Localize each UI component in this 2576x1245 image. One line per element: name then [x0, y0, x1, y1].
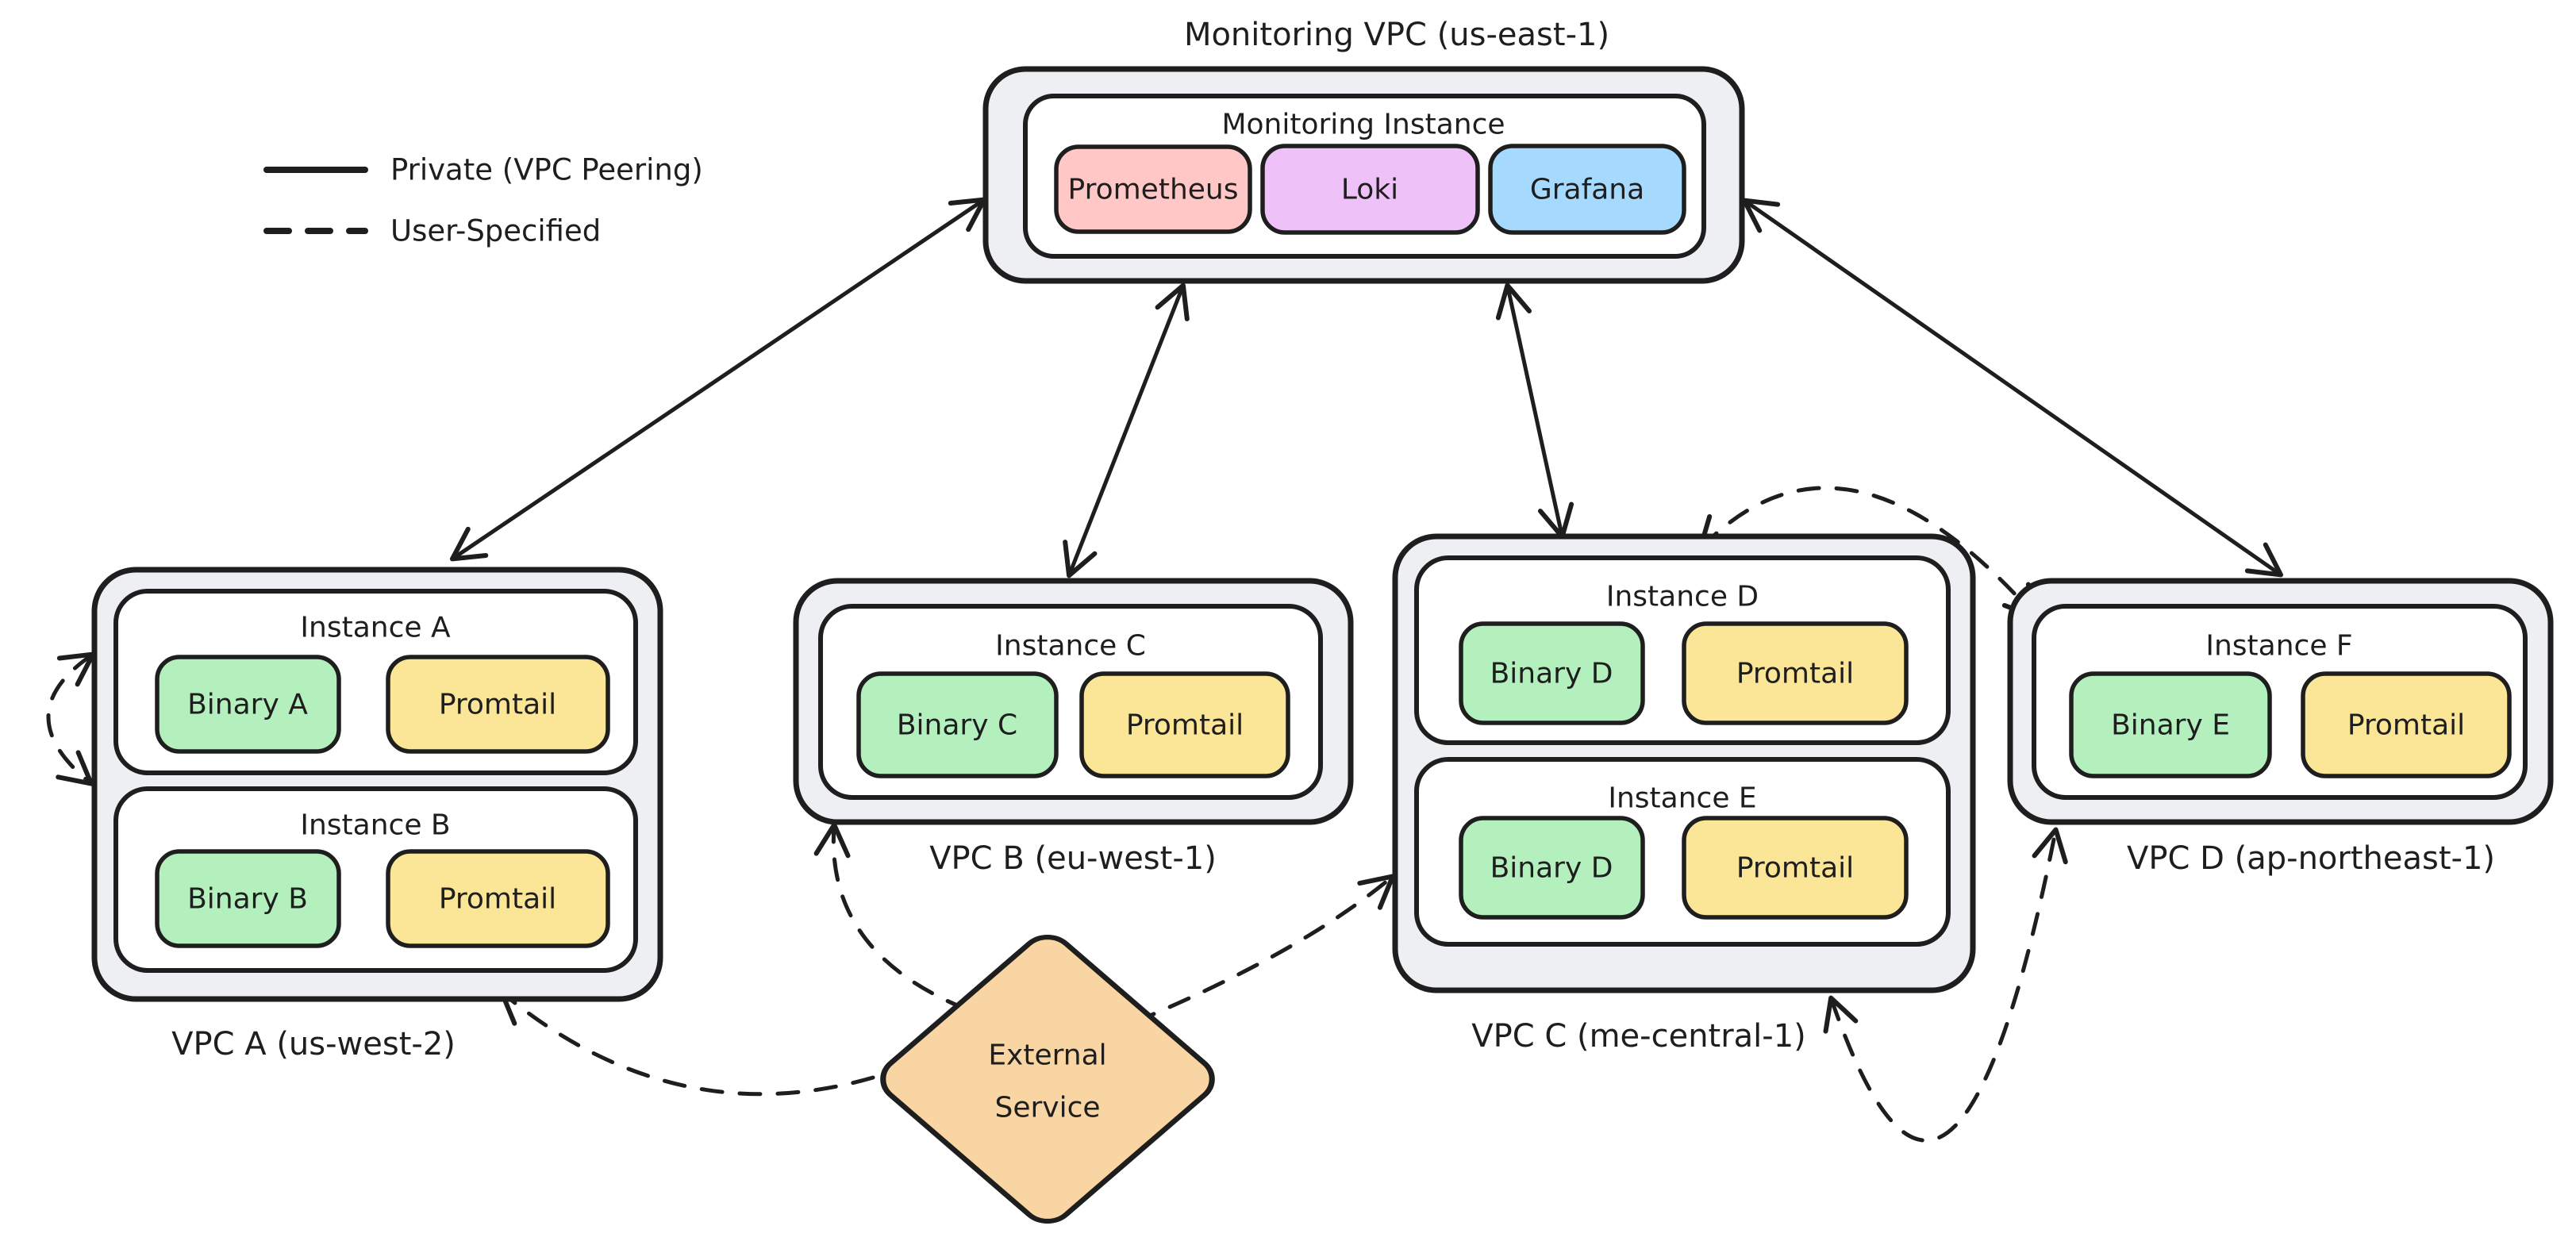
instance-f-promtail-box — [2301, 671, 2512, 778]
binary-e-label: Binary E — [2111, 709, 2230, 742]
arrow-monitoring-to-vpc-b — [1063, 282, 1190, 578]
external-service-diamond — [880, 934, 1215, 1224]
instance-c-promtail-label: Promtail — [1126, 709, 1244, 742]
legend-private-label: Private (VPC Peering) — [390, 153, 703, 187]
arrow-instance-a-instance-b-loop — [46, 651, 96, 786]
instance-d-promtail-box — [1682, 621, 1909, 725]
peering-connections — [449, 197, 2284, 578]
instance-b-promtail-box — [386, 849, 610, 948]
grafana-label: Grafana — [1530, 174, 1644, 206]
instance-e-promtail-label: Promtail — [1736, 852, 1854, 885]
instance-c-label: Instance C — [995, 630, 1146, 663]
arrow-monitoring-to-vpc-d — [1741, 198, 2284, 578]
external-service-label-line1: External — [988, 1039, 1106, 1072]
binary-d-label: Binary D — [1490, 658, 1613, 690]
arrow-external-to-vpc-b — [813, 822, 969, 1012]
arrow-vpc-c-vpc-d-top — [1697, 486, 2039, 620]
grafana-box — [1488, 144, 1686, 235]
loki-box — [1260, 144, 1480, 235]
instance-a-promtail-box — [386, 655, 610, 754]
monitoring-instance-label: Monitoring Instance — [1221, 109, 1505, 141]
legend-user-specified-label: User-Specified — [390, 214, 601, 248]
instance-b-label: Instance B — [300, 809, 450, 842]
arrow-monitoring-to-vpc-a — [449, 197, 987, 562]
binary-b-box — [155, 849, 341, 948]
binary-c-label: Binary C — [897, 709, 1017, 742]
binary-a-label: Binary A — [187, 689, 308, 721]
vpc-b-label: VPC B (eu-west-1) — [929, 840, 1217, 877]
instance-e-label: Instance E — [1608, 782, 1756, 815]
prometheus-box — [1054, 144, 1252, 234]
legend: Private (VPC Peering) User-Specified — [263, 153, 703, 248]
instance-e-binary-label: Binary D — [1490, 852, 1613, 885]
arrow-vpc-c-vpc-d-bottom — [1823, 827, 2068, 1143]
instance-a-label: Instance A — [300, 612, 451, 644]
vpc-a-label: VPC A (us-west-2) — [171, 1026, 456, 1062]
vpc-b: Instance C Binary C Promtail VPC B (eu-w… — [793, 578, 1354, 877]
user-specified-connections — [46, 486, 2068, 1143]
binary-d-box — [1459, 621, 1645, 725]
arrow-external-to-vpc-c — [1132, 874, 1395, 1024]
monitoring-vpc: Monitoring VPC (us-east-1) Monitoring In… — [982, 17, 1745, 284]
binary-a-box — [155, 655, 341, 754]
instance-b-promtail-label: Promtail — [439, 883, 556, 916]
instance-d-label: Instance D — [1606, 581, 1759, 613]
instance-e-promtail-box — [1682, 816, 1909, 920]
instance-f-promtail-label: Promtail — [2347, 709, 2465, 742]
external-service: External Service — [880, 934, 1215, 1224]
vpc-a: Instance A Binary A Promtail Instance B … — [91, 567, 663, 1062]
arrow-external-to-vpc-a — [499, 989, 875, 1097]
vpc-c-label: VPC C (me-central-1) — [1471, 1018, 1806, 1055]
instance-e-binary-box — [1459, 816, 1645, 920]
vpc-d-label: VPC D (ap-northeast-1) — [2127, 840, 2495, 877]
instance-a-promtail-label: Promtail — [439, 689, 556, 721]
external-service-label-line2: Service — [994, 1092, 1100, 1124]
binary-e-box — [2069, 671, 2272, 778]
vpc-c: Instance D Binary D Promtail Instance E … — [1392, 533, 1976, 1055]
instance-c-promtail-box — [1079, 671, 1290, 778]
monitoring-vpc-title: Monitoring VPC (us-east-1) — [1184, 17, 1609, 53]
prometheus-label: Prometheus — [1068, 174, 1239, 206]
instance-f-label: Instance F — [2205, 630, 2352, 663]
binary-c-box — [856, 671, 1059, 778]
arrow-monitoring-to-vpc-c — [1495, 282, 1574, 540]
binary-b-label: Binary B — [187, 883, 308, 916]
instance-d-promtail-label: Promtail — [1736, 658, 1854, 690]
loki-label: Loki — [1341, 174, 1398, 206]
vpc-d: Instance F Binary E Promtail VPC D (ap-n… — [2007, 578, 2554, 877]
